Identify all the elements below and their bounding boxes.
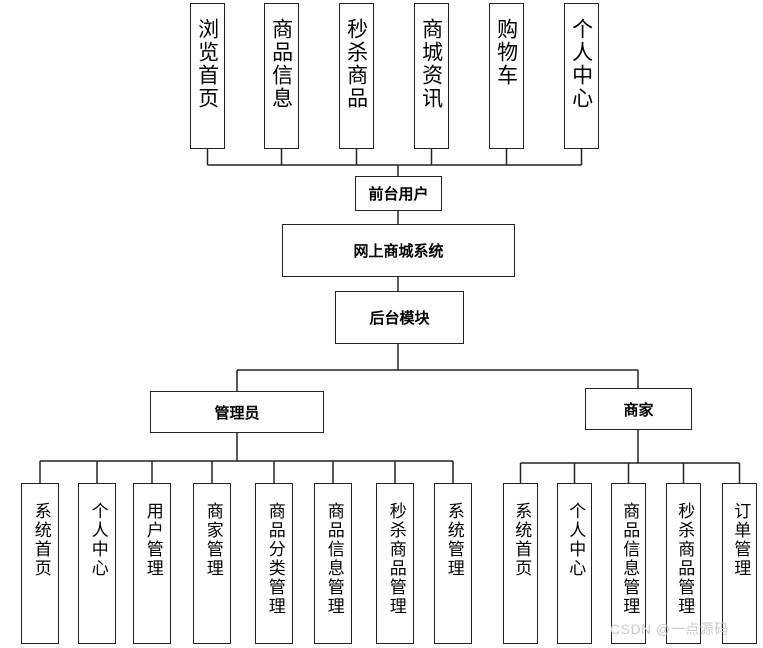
admin-item-node: 秒杀商品管理 — [376, 483, 414, 644]
admin-item-label: 秒杀商品管理 — [385, 502, 406, 616]
admin-item-node: 商品分类管理 — [255, 483, 293, 644]
front-item-node: 浏览首页 — [190, 3, 225, 149]
front-item-label: 商城资讯 — [419, 18, 444, 110]
admin-item-label: 商家管理 — [202, 502, 223, 578]
front-item-node: 秒杀商品 — [339, 3, 374, 149]
backend-label: 后台模块 — [369, 309, 430, 327]
admin-item-node: 个人中心 — [78, 483, 116, 644]
front-item-label: 秒杀商品 — [344, 18, 369, 110]
admin-item-label: 系统首页 — [30, 502, 51, 578]
front-item-label: 购物车 — [494, 18, 519, 87]
merchant-item-node: 系统首页 — [503, 483, 538, 644]
admin-item-label: 商品信息管理 — [323, 502, 344, 616]
admin-item-label: 个人中心 — [87, 502, 108, 578]
front-user-label: 前台用户 — [368, 185, 429, 203]
front-item-label: 个人中心 — [569, 18, 594, 110]
watermark: CSDN @一点源码 — [610, 621, 729, 637]
merchant-item-label: 系统首页 — [511, 502, 532, 578]
merchant-item-node: 订单管理 — [722, 483, 757, 644]
front-item-node: 个人中心 — [564, 3, 599, 149]
admin-item-node: 系统管理 — [434, 483, 472, 644]
merchant-label: 商家 — [623, 400, 654, 419]
merchant-item-node: 秒杀商品管理 — [666, 483, 701, 644]
merchant-item-label: 商品信息管理 — [619, 502, 640, 616]
merchant-item-label: 个人中心 — [565, 502, 586, 578]
admin-item-node: 用户管理 — [133, 483, 171, 644]
merchant-item-node: 商品信息管理 — [611, 483, 646, 644]
admin-item-node: 商家管理 — [193, 483, 231, 644]
admin-item-label: 用户管理 — [142, 502, 163, 578]
admin-label: 管理员 — [214, 403, 260, 422]
merchant-node: 商家 — [585, 388, 692, 430]
root-node: 网上商城系统 — [282, 224, 515, 277]
root-label: 网上商城系统 — [353, 242, 444, 260]
front-item-node: 商城资讯 — [414, 3, 449, 149]
backend-node: 后台模块 — [335, 291, 464, 344]
merchant-item-label: 订单管理 — [730, 502, 751, 578]
merchant-item-label: 秒杀商品管理 — [674, 502, 695, 616]
admin-item-node: 系统首页 — [21, 483, 59, 644]
front-item-label: 浏览首页 — [195, 18, 220, 110]
admin-node: 管理员 — [150, 391, 324, 433]
admin-item-label: 商品分类管理 — [264, 502, 285, 616]
merchant-item-node: 个人中心 — [557, 483, 592, 644]
front-item-label: 商品信息 — [269, 18, 294, 110]
admin-item-label: 系统管理 — [443, 502, 464, 578]
front-item-node: 商品信息 — [264, 3, 299, 149]
front-item-node: 购物车 — [489, 3, 524, 149]
front-user-node: 前台用户 — [355, 176, 442, 211]
admin-item-node: 商品信息管理 — [314, 483, 352, 644]
